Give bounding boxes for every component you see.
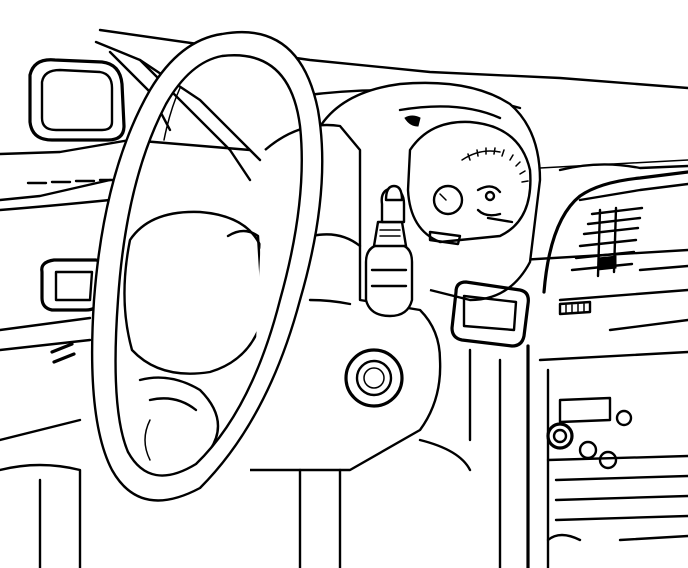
door-mirror xyxy=(28,58,126,142)
door-panel xyxy=(0,138,252,568)
ignition-lock-cylinder xyxy=(344,348,404,408)
speedometer xyxy=(406,120,532,244)
radio-knobs xyxy=(546,396,633,470)
fuel-gauge xyxy=(432,184,464,216)
center-console xyxy=(468,344,688,568)
steering-wheel-hub xyxy=(123,210,264,452)
stalk-switch xyxy=(364,184,414,318)
dash-switch xyxy=(450,280,530,348)
center-air-vents xyxy=(542,170,688,332)
window-switch xyxy=(50,342,76,364)
instrument-cluster xyxy=(316,81,542,302)
steering-wheel xyxy=(90,30,324,502)
